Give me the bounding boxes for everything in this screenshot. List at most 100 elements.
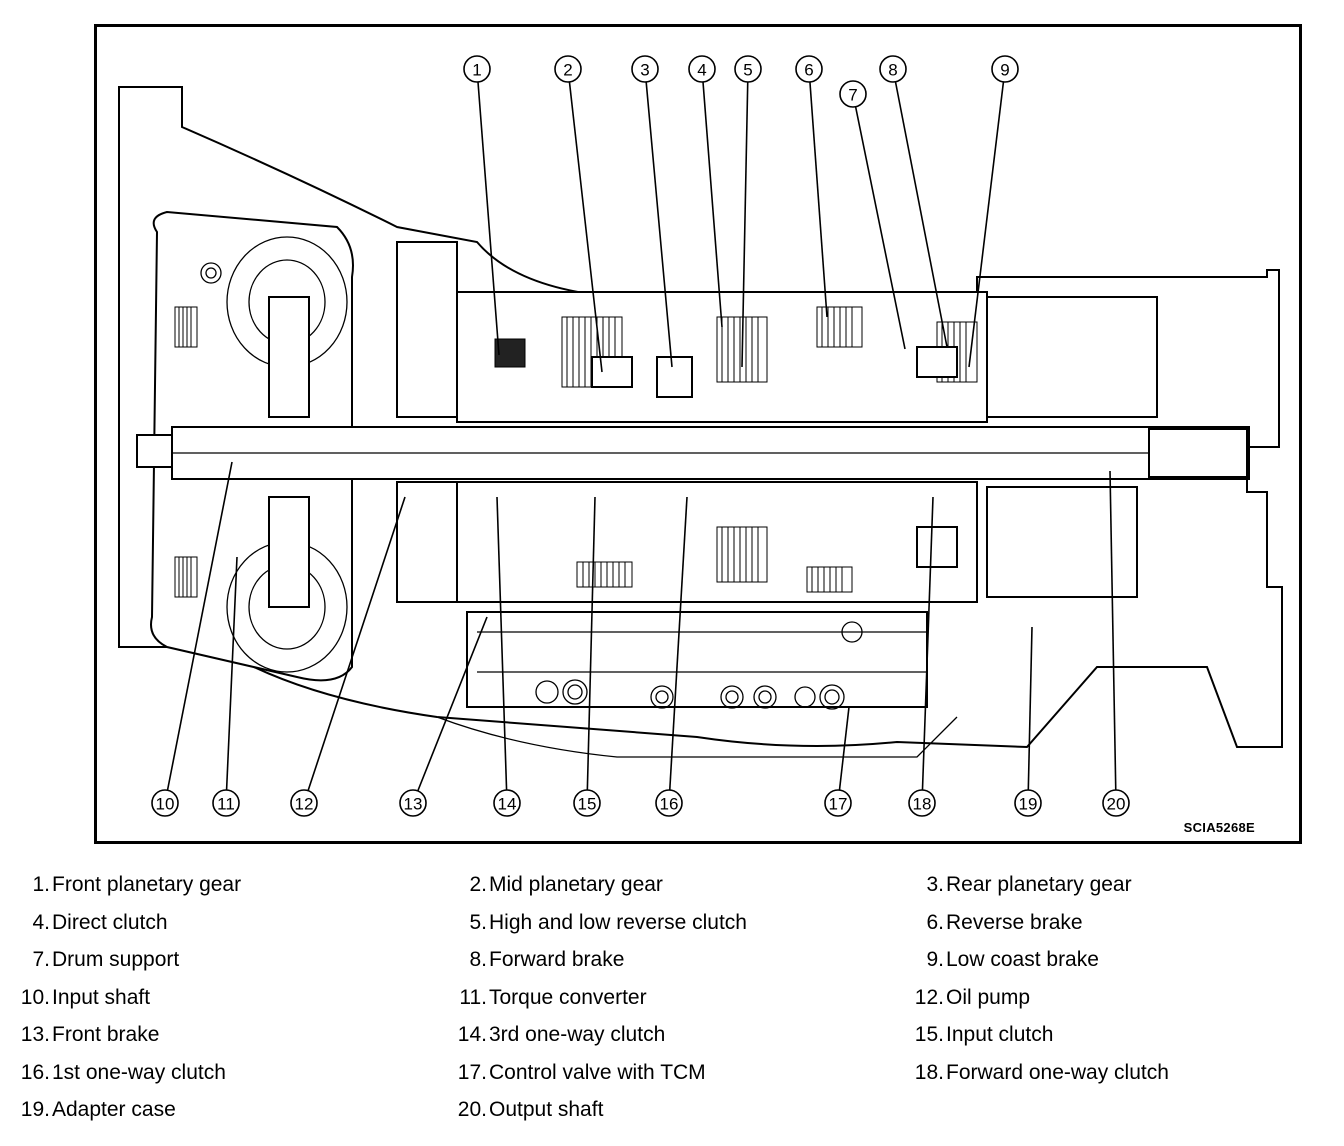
callout-17: 17 [824,789,852,817]
legend-label: Forward one-way clutch [946,1060,1169,1084]
callout-number: 8 [888,61,897,80]
legend-label: Front planetary gear [52,873,242,896]
callout-circle [151,789,179,817]
leader-line-17 [837,706,850,804]
callout-circle [463,55,491,83]
legend-number: 9. [926,948,944,971]
legend-number: 17. [457,1060,487,1084]
legend-label: Low coast brake [946,948,1099,971]
callout-12: 12 [290,789,318,817]
leader-line-7 [852,93,906,350]
legend-number: 11. [459,985,487,1009]
callout-10: 10 [151,789,179,817]
legend-number: 15. [914,1023,944,1046]
callout-number: 4 [697,61,706,80]
callout-circle [631,55,659,83]
legend-label: High and low reverse clutch [489,910,747,934]
legend-label: Rear planetary gear [946,873,1132,896]
callout-11: 11 [212,789,240,817]
callout-1: 1 [463,55,491,83]
callout-5: 5 [734,55,762,83]
legend-label: Input shaft [52,985,151,1009]
callout-circle [734,55,762,83]
legend-number: 7. [32,948,50,971]
callout-number: 16 [660,795,679,814]
callout-number: 1 [472,61,481,80]
legend-label: Output shaft [489,1098,604,1121]
legend-number: 5. [469,910,487,934]
legend-number: 14. [457,1023,487,1046]
callout-circle [554,55,582,83]
callout-4: 4 [688,55,716,83]
callout-number: 12 [295,795,314,814]
leader-line-12 [303,496,406,804]
leader-line-19 [1027,626,1033,804]
leader-line-15 [586,496,596,804]
legend-number: 4. [32,910,50,934]
callout-16: 16 [655,789,683,817]
callout-9: 9 [991,55,1019,83]
legend-label: Direct clutch [52,910,168,934]
callout-13: 13 [399,789,427,817]
callout-18: 18 [908,789,936,817]
leader-line-5 [741,68,749,368]
legend-label: Adapter case [52,1098,176,1121]
legend-number: 1. [32,873,50,896]
callout-6: 6 [795,55,823,83]
control-valve-body [466,611,928,708]
callout-circle [399,789,427,817]
callout-circle [879,55,907,83]
legend-label: Input clutch [946,1023,1054,1046]
callout-circle [573,789,601,817]
legend-number: 12. [914,985,944,1009]
callout-number: 14 [498,795,517,814]
parts-legend: 1.Front planetary gear 2.Mid planetary ge… [0,872,1344,1142]
callout-number: 10 [156,795,175,814]
leader-line-11 [225,556,238,804]
leader-line-4 [701,68,723,328]
leader-line-16 [668,496,688,804]
leader-line-8 [892,68,948,348]
callout-number: 20 [1107,795,1126,814]
callout-number: 9 [1000,61,1009,80]
callout-circle [991,55,1019,83]
callout-number: 18 [913,795,932,814]
legend-label: Torque converter [489,985,647,1009]
callout-circle [1014,789,1042,817]
callout-number: 3 [640,61,649,80]
callout-number: 11 [217,795,235,814]
callout-circle [908,789,936,817]
legend-number: 19. [20,1098,50,1121]
callout-number: 13 [404,795,423,814]
callout-15: 15 [573,789,601,817]
callout-19: 19 [1014,789,1042,817]
leader-line-10 [164,461,233,804]
leader-line-18 [921,496,934,804]
figure-reference-code: SCIA5268E [1183,820,1255,835]
callout-2: 2 [554,55,582,83]
legend-number: 10. [20,985,50,1009]
legend-label: Forward brake [489,948,625,971]
callout-7: 7 [839,80,867,108]
callout-circle [839,80,867,108]
legend-number: 3. [926,873,944,896]
callout-circle [1102,789,1130,817]
callout-number: 19 [1019,795,1038,814]
callout-circle [290,789,318,817]
callout-number: 17 [829,795,848,814]
callout-number: 7 [848,86,857,105]
legend-label: Mid planetary gear [489,873,663,896]
callout-number: 5 [743,61,752,80]
legend-number: 16. [20,1060,50,1084]
legend-label: Control valve with TCM [489,1060,706,1084]
callout-number: 2 [563,61,572,80]
legend-number: 6. [926,910,944,934]
callout-14: 14 [493,789,521,817]
legend-number: 18. [914,1060,944,1084]
legend-number: 2. [469,873,487,896]
callout-circle [212,789,240,817]
leader-line-2 [567,68,603,373]
legend-label: Drum support [52,948,180,971]
